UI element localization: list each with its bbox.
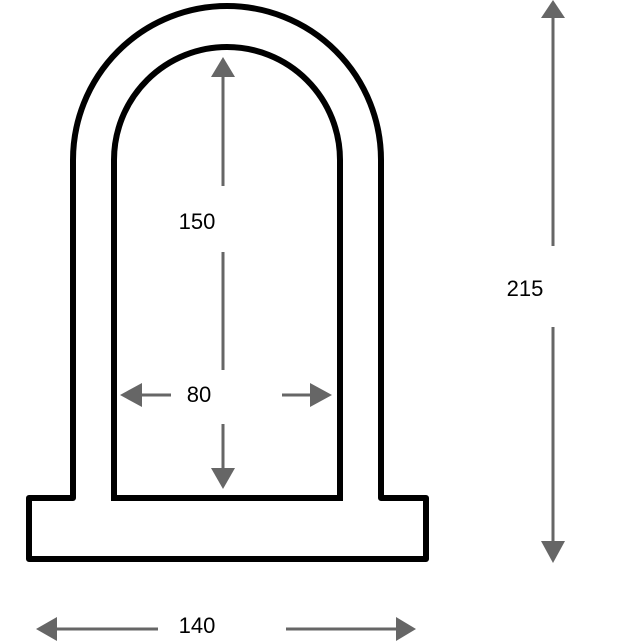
overall-width-label: 140	[178, 613, 216, 638]
overall-height-dimension-arrow	[541, 0, 565, 563]
overall-width-dimension-arrow	[36, 617, 416, 641]
shackle-outer-outline	[26, 3, 429, 562]
shackle-inner-outline	[111, 44, 343, 501]
inner-width-dimension-arrow	[120, 383, 332, 407]
overall-height-label: 215	[506, 276, 544, 301]
inner-height-dimension-arrow	[211, 57, 235, 489]
inner-width-label: 80	[186, 382, 212, 407]
inner-height-label: 150	[178, 209, 216, 234]
